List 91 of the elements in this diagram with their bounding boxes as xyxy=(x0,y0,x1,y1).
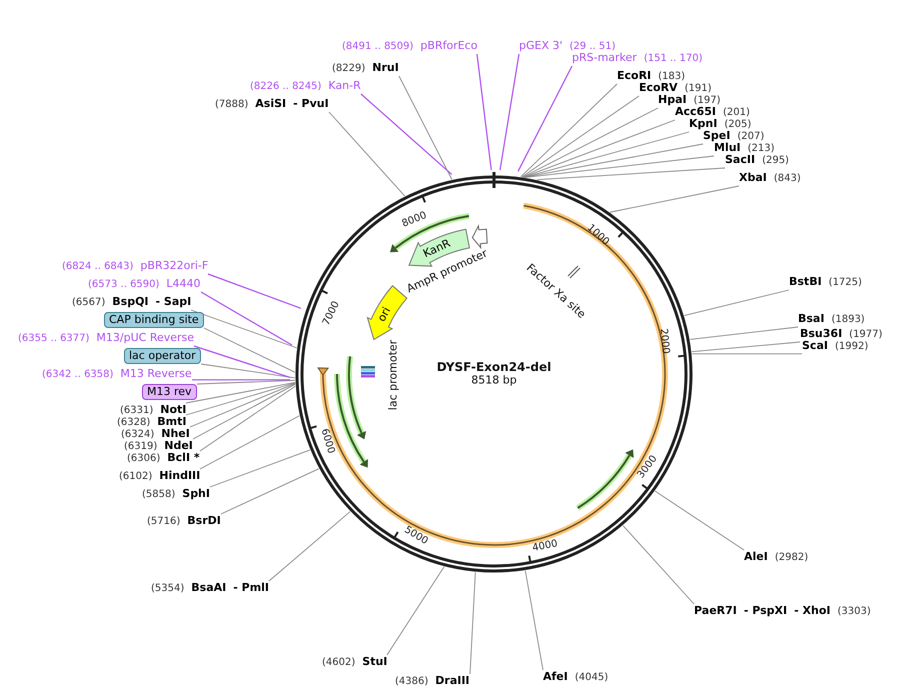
cut-site-label: EcoRV (191) xyxy=(639,81,712,96)
leader-line xyxy=(186,382,296,404)
leader-line xyxy=(360,94,452,175)
primer-label: (6824 .. 6843) pBR322ori-F xyxy=(62,259,208,274)
leader-line xyxy=(522,108,658,178)
feature-box: M13 rev xyxy=(142,384,197,400)
cut-site-label: MluI (213) xyxy=(714,141,775,156)
cut-site-label: HpaI (197) xyxy=(658,93,720,108)
leader-line xyxy=(520,84,618,178)
primer-label: pGEX 3' (29 .. 51) xyxy=(519,39,616,54)
leader-line xyxy=(398,76,452,180)
cut-site-label: (6102) HindIII xyxy=(119,469,200,484)
feature-label: lac promoter xyxy=(386,340,400,410)
leader-line xyxy=(328,112,406,197)
cut-site-label: Bsu36I (1977) xyxy=(800,327,882,342)
cut-site-label: (6328) BmtI xyxy=(117,415,186,430)
leader-line xyxy=(190,383,296,428)
cut-site-label: (4386) DraIII xyxy=(395,674,470,689)
leader-line xyxy=(691,342,800,352)
cut-site-label: KpnI (205) xyxy=(689,117,752,132)
leader-line xyxy=(692,353,802,354)
tick-label: 2000 xyxy=(658,328,672,354)
primer-label: (8491 .. 8509) pBRforEco xyxy=(342,39,478,54)
leader-line xyxy=(192,384,296,440)
tick-label: 4000 xyxy=(532,538,559,554)
tick-label: 8000 xyxy=(400,210,428,230)
leader-line xyxy=(200,364,296,378)
leader-line xyxy=(524,132,690,178)
leader-line xyxy=(268,511,351,582)
leader-line xyxy=(200,291,292,346)
leader-line xyxy=(522,120,676,178)
leader-line xyxy=(609,186,740,213)
leader-line xyxy=(690,326,798,340)
leader-line xyxy=(192,379,290,380)
cut-site-label: (5858) SphI xyxy=(142,487,210,502)
leader-line xyxy=(522,96,640,178)
leader-line xyxy=(200,386,296,452)
leader-line xyxy=(654,490,744,550)
cut-site-label: (5354) BsaAI - PmlI xyxy=(151,581,270,596)
tick-label: 6000 xyxy=(318,427,336,455)
leader-line xyxy=(499,54,520,170)
tick-label: 7000 xyxy=(320,300,342,328)
leader-line xyxy=(220,468,320,514)
primer-label: pRS-marker (151 .. 170) xyxy=(572,51,703,66)
plasmid-size: 8518 bp xyxy=(471,374,517,386)
primer-label: (6342 .. 6358) M13 Reverse xyxy=(42,367,192,382)
primer-label: (6573 .. 6590) L4440 xyxy=(88,277,201,292)
leader-line xyxy=(194,345,290,378)
primer-label: (6355 .. 6377) M13/pUC Reverse xyxy=(18,331,194,346)
leader-line xyxy=(196,380,296,384)
leader-line xyxy=(476,54,492,170)
feature-box: lac operator xyxy=(124,348,201,364)
plasmid-name: DYSF-Exon24-del xyxy=(436,360,552,374)
cut-site-label: SpeI (207) xyxy=(703,129,764,144)
primer-label: (8226 .. 8245) Kan-R xyxy=(250,79,361,94)
cut-site-label: (5716) BsrDI xyxy=(147,514,221,529)
leader-line xyxy=(524,156,714,178)
cut-site-label: (4602) StuI xyxy=(322,655,388,670)
cut-site-label: EcoRI (183) xyxy=(617,69,686,84)
leader-line xyxy=(200,415,300,470)
leader-line xyxy=(210,449,310,488)
leader-line xyxy=(524,144,704,178)
leader-line xyxy=(622,525,694,604)
cut-site-label: (6306) BclI * xyxy=(127,451,200,466)
leader-line xyxy=(517,66,573,172)
cut-site-label: BstBI (1725) xyxy=(789,275,862,290)
cut-site-label: (7888) AsiSI - PvuI xyxy=(215,97,329,112)
cut-site-label: ScaI (1992) xyxy=(802,339,868,354)
cut-site-label: (6567) BspQI - SapI xyxy=(72,295,192,310)
cut-site-label: XbaI (843) xyxy=(739,171,801,186)
leader-line xyxy=(208,273,302,309)
cut-site-label: AfeI (4045) xyxy=(543,670,608,685)
leader-line xyxy=(684,290,790,316)
leader-line xyxy=(204,328,296,373)
cut-site-label: (8229) NruI xyxy=(332,61,399,76)
leader-line xyxy=(524,570,544,670)
cut-site-label: BsaI (1893) xyxy=(798,312,865,327)
leader-line xyxy=(536,168,726,180)
cut-site-label: AleI (2982) xyxy=(744,550,808,565)
cut-site-label: Acc65I (201) xyxy=(675,105,750,120)
feature-arrow: ori xyxy=(366,285,408,340)
leader-line xyxy=(190,310,298,348)
cut-site-label: PaeR7I - PspXI - XhoI (3303) xyxy=(694,604,871,619)
leader-line xyxy=(186,382,296,416)
leader-line xyxy=(470,572,476,674)
cut-site-label: (6319) NdeI xyxy=(124,439,193,454)
cut-site-label: SacII (295) xyxy=(725,153,789,168)
leader-line xyxy=(386,566,445,656)
cut-site-label: (6324) NheI xyxy=(121,427,190,442)
cut-site-label: (6331) NotI xyxy=(120,403,186,418)
feature-box: CAP binding site xyxy=(104,312,204,328)
